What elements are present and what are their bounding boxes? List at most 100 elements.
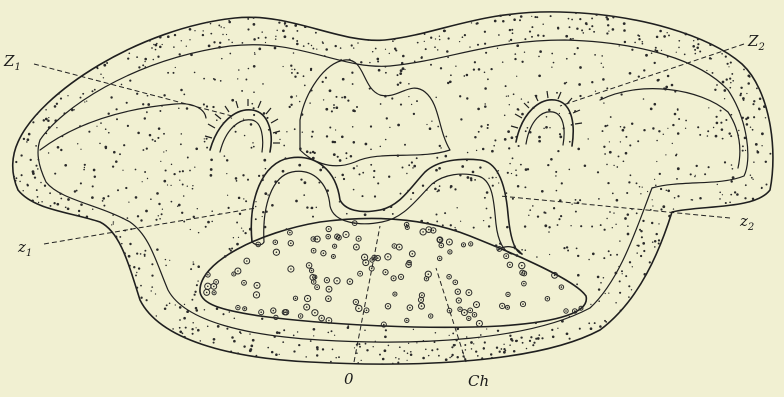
stipple-dot (228, 39, 230, 41)
stipple-dot (720, 110, 722, 112)
stipple-dot (166, 304, 168, 306)
stipple-dot (210, 158, 213, 161)
stipple-dot (373, 176, 375, 178)
stipple-dot (186, 46, 187, 47)
stipple-dot (184, 304, 185, 305)
stipple-dot (465, 349, 467, 351)
stipple-dot (674, 197, 676, 199)
stipple-dot (513, 18, 516, 21)
leader-z1 (44, 208, 256, 244)
stipple-dot (624, 217, 627, 220)
stipple-dot (645, 54, 648, 57)
stipple-dot (282, 29, 285, 32)
stipple-dot (507, 172, 509, 174)
stipple-dot (333, 107, 335, 109)
stipple-dot (339, 159, 342, 162)
stipple-dot (567, 250, 569, 252)
stipple-dot (48, 117, 49, 118)
stipple-dot (140, 285, 142, 287)
stipple-dot (195, 307, 198, 310)
stipple-dot (742, 117, 744, 119)
stipple-dot (494, 139, 496, 141)
stipple-dot (59, 193, 61, 195)
stipple-dot (290, 96, 293, 99)
stipple-dot (460, 221, 461, 222)
stipple-dot (207, 221, 210, 224)
stipple-dot (54, 105, 57, 108)
stipple-dot (154, 140, 156, 142)
stipple-dot (284, 35, 287, 38)
stipple-dot (643, 98, 645, 100)
stipple-dot (720, 122, 722, 124)
stipple-dot (466, 336, 468, 338)
stipple-dot (253, 107, 255, 109)
stipple-dot (498, 34, 500, 36)
notochord-cell-nucleus (359, 273, 361, 275)
stipple-dot (731, 73, 733, 75)
stipple-dot (140, 219, 142, 221)
stipple-dot (502, 61, 504, 63)
stipple-dot (75, 215, 77, 217)
stipple-dot (253, 91, 255, 93)
stipple-dot (490, 353, 492, 355)
stipple-dot (282, 170, 285, 173)
stipple-dot (742, 150, 744, 152)
stipple-dot (191, 328, 193, 330)
stipple-dot (243, 198, 244, 199)
stipple-dot (410, 353, 413, 356)
stipple-dot (48, 152, 49, 153)
stipple-dot (625, 152, 628, 155)
stipple-dot (56, 103, 58, 105)
stipple-dot (520, 15, 523, 18)
notochord-cell-nucleus (311, 270, 313, 272)
stipple-dot (213, 41, 215, 43)
stipple-dot (603, 146, 605, 148)
stipple-dot (511, 29, 513, 31)
stipple-dot (339, 201, 341, 203)
stipple-dot (96, 126, 97, 127)
stipple-dot (623, 22, 626, 25)
stipple-dot (612, 16, 614, 18)
stipple-dot (483, 347, 485, 349)
stipple-dot (335, 177, 336, 178)
stipple-dot (531, 26, 533, 28)
stipple-dot (620, 93, 622, 95)
stipple-dot (571, 124, 573, 126)
stipple-dot (455, 66, 456, 67)
stipple-dot (656, 36, 659, 39)
stipple-dot (310, 340, 312, 342)
stipple-dot (440, 147, 441, 148)
stipple-dot (36, 189, 38, 191)
stipple-dot (576, 283, 578, 285)
stipple-dot (303, 194, 305, 196)
stipple-dot (569, 316, 571, 318)
stipple-dot (402, 55, 405, 58)
stipple-dot (719, 192, 721, 194)
stipple-dot (189, 28, 192, 31)
stipple-dot (605, 16, 607, 18)
stipple-dot (379, 354, 381, 356)
stipple-dot (140, 253, 142, 255)
stipple-dot (557, 224, 559, 226)
notochord-cell-nucleus (422, 231, 424, 233)
stipple-dot (609, 151, 612, 154)
stipple-dot (197, 280, 198, 281)
stipple-dot (447, 37, 449, 39)
stipple-dot (204, 309, 206, 311)
stipple-dot (626, 192, 628, 194)
notochord-cell-nucleus (349, 281, 351, 283)
stipple-dot (557, 328, 558, 329)
stipple-dot (210, 33, 212, 35)
stipple-dot (652, 127, 654, 129)
stipple-dot (487, 127, 489, 129)
stipple-dot (334, 141, 336, 143)
stipple-dot (333, 104, 335, 106)
stipple-dot (411, 104, 412, 105)
stipple-dot (144, 117, 146, 119)
stipple-dot (332, 349, 334, 351)
stipple-dot (226, 328, 228, 330)
stipple-dot (82, 93, 84, 95)
stipple-dot (520, 336, 522, 338)
stipple-dot (693, 40, 694, 41)
stipple-dot (23, 190, 24, 191)
